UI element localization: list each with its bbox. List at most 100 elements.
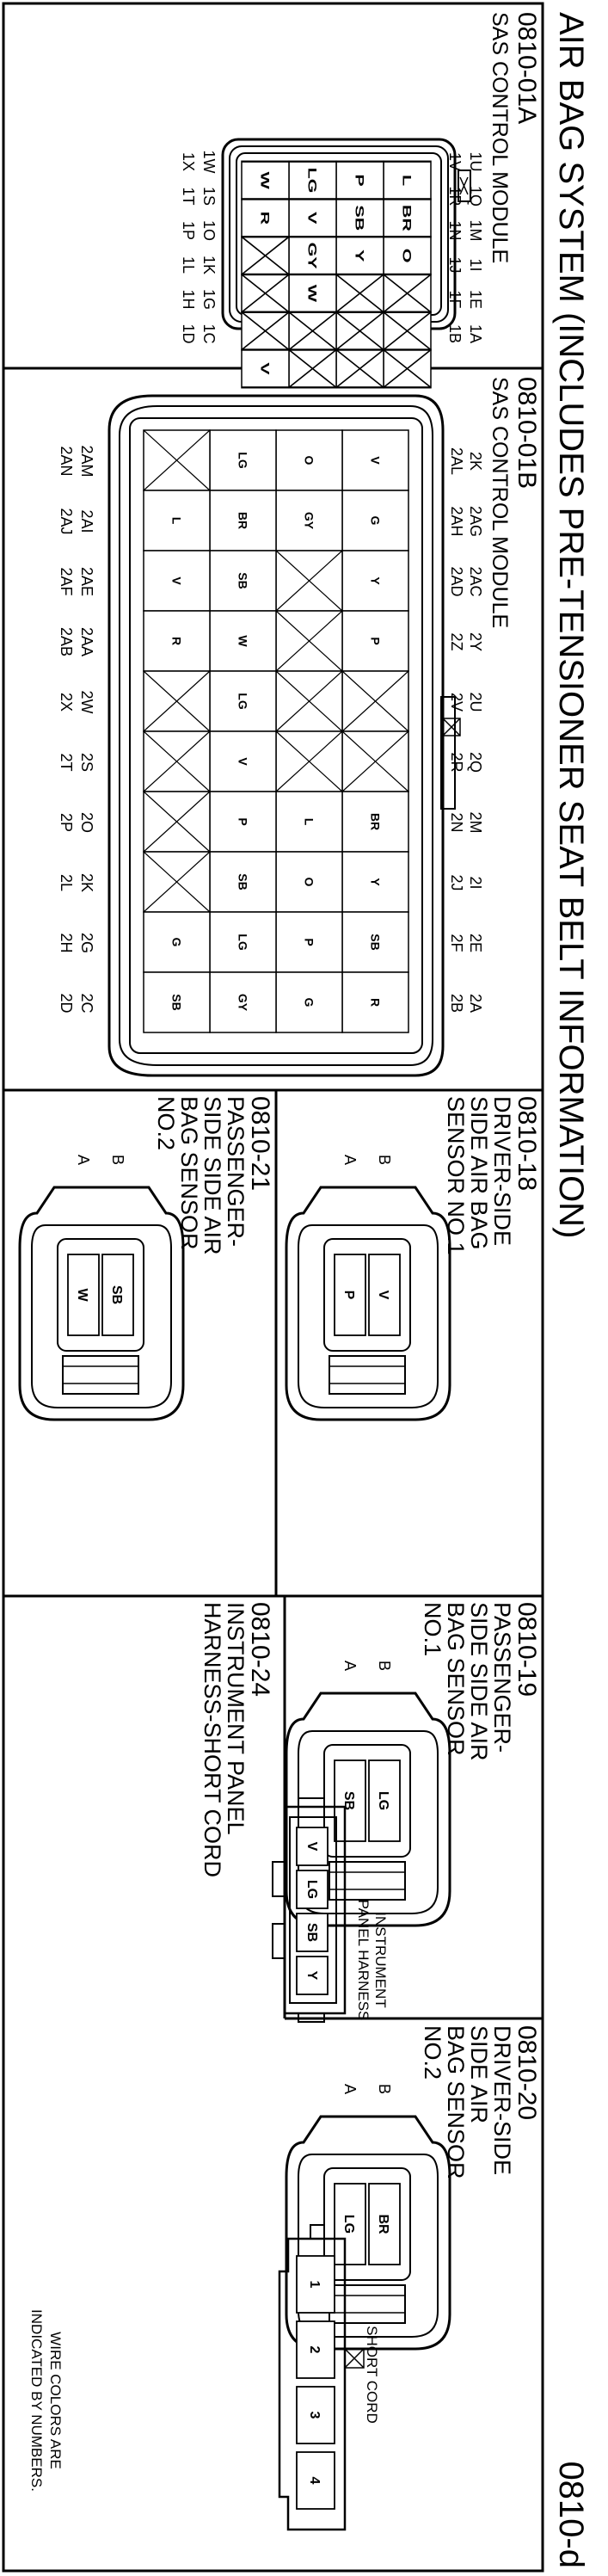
connector-name-line: INSTRUMENT PANEL [223,1602,249,1835]
wire-color: SB [109,1285,124,1304]
pin-label: 1M [467,219,484,241]
pin-label: A [341,2084,359,2094]
wire-color: SB [369,934,383,950]
wire-color: LG [236,452,250,469]
pin-label: B [376,1661,393,1671]
pin-label: A [75,1155,92,1165]
pin-cell [296,1913,329,1952]
wire-color: GY [303,512,316,530]
connector-0810-21: 0810-21 PASSENGER- SIDE SIDE AIR BAG SEN… [18,1096,274,1421]
wire-color: Y [353,250,365,262]
wire-color: P [353,174,365,186]
wire-color: W [236,635,250,647]
empty-cavity-mark [241,236,290,275]
connector-name-line: PASSENGER- [223,1096,249,1247]
connector-body [107,394,461,1077]
pin-label: 2O [78,812,95,833]
empty-cavity-mark [143,730,211,792]
connector-name: SAS CONTROL MODULE [488,377,512,628]
wire-color: BR [400,205,413,231]
pin-label: 2D [58,993,75,1013]
pin-label: 2J [448,874,465,891]
wire-color: W [75,1288,89,1302]
pin-label: A [341,1661,359,1671]
wire-color: G [303,998,316,1008]
wire-color: BR [376,2214,390,2234]
pin-label: 1O [200,220,218,241]
wire-color: O [400,249,413,263]
pin-label: 2AG [467,506,484,537]
wire-color: R [258,212,271,225]
locking-tab [329,1861,406,1901]
wire-color: V [304,1842,319,1852]
connector-code: 0810-21 [246,1096,274,1191]
pin-label: 1W [200,151,218,174]
empty-cavity-mark [335,348,384,389]
pin-label: 2G [78,933,95,953]
connector-name-line: SIDE SIDE AIR [200,1096,225,1255]
pin-label: 2L [58,874,75,891]
wire-color: W [305,285,318,303]
empty-cavity-mark [143,851,211,913]
pin-label: 2AA [78,627,95,656]
cavity-frame [323,1238,411,1352]
pin-number: 1 [307,2281,322,2289]
connector-0810-01b: 0810-01B SAS CONTROL MODULE 2K2AG2AC2Y2U… [58,377,541,1077]
wire-color: Y [369,576,383,585]
pin-cell [296,2255,335,2314]
empty-cavity-mark [341,670,409,732]
short-cord-label: SHORT CORD [364,2326,380,2424]
ip-harness-label: INSTRUMENT [372,1912,389,2007]
empty-cavity-mark [275,730,343,792]
pin-cell [101,1254,134,1336]
wire-color: SB [304,1923,319,1942]
wire-color: SB [236,873,250,890]
pin-cell [296,2320,335,2379]
connector-0810-01a: 0810-01A SAS CONTROL MODULE 1U1Q1M1I1E1A… [180,12,541,389]
wire-color: SB [341,1791,356,1810]
pin-label: 2AB [58,627,75,656]
pin-label: 2AD [448,566,465,596]
wire-color: L [400,175,413,186]
locking-tab [329,1355,406,1395]
wire-color: LG [236,934,250,951]
connector-name-line: SIDE AIR [466,2025,492,2123]
wire-color: LG [236,693,250,710]
ip-harness-label: PANEL HARNESS [355,1900,372,2021]
pin-label: 1G [200,289,218,310]
pin-label: 2S [78,753,95,772]
locking-tab [329,2284,406,2324]
connector-shell [285,1186,451,1421]
connector-name-line: SIDE SIDE AIR [466,1602,492,1761]
wire-color: LG [305,168,318,194]
connector-name-line: DRIVER-SIDE [489,2025,515,2175]
connector-0810-24: 0810-24 INSTRUMENT PANEL HARNESS-SHORT C… [28,1602,389,2531]
pin-label: 2U [467,692,484,712]
pin-label: 2R [448,752,465,772]
pin-label: 2AN [58,446,75,476]
wire-color: P [303,938,316,946]
wire-color: G [170,938,184,947]
wire-color: P [369,637,383,644]
empty-cavity-mark [335,274,384,313]
connector-shell [18,1186,185,1421]
wire-color: SB [353,205,365,231]
page-title: AIR BAG SYSTEM (INCLUDES PRE-TENSIONER S… [552,12,590,1238]
pin-label: B [376,1155,393,1165]
connector-name: SAS CONTROL MODULE [488,12,512,263]
wire-color: LG [304,1880,319,1899]
connector-name-line: PASSENGER- [489,1602,515,1753]
pin-label: 2AH [448,506,465,536]
empty-cavity-mark [341,730,409,792]
pin-label: 1B [446,324,464,343]
wire-color: R [369,998,383,1007]
pin-number: 3 [307,2412,322,2419]
pin-label: 2P [58,813,75,832]
wire-color: V [258,362,271,374]
empty-cavity-mark [383,348,432,389]
pin-number: 4 [307,2477,322,2485]
wire-color: GY [236,994,250,1012]
connector-name-line: NO.2 [153,1096,179,1150]
